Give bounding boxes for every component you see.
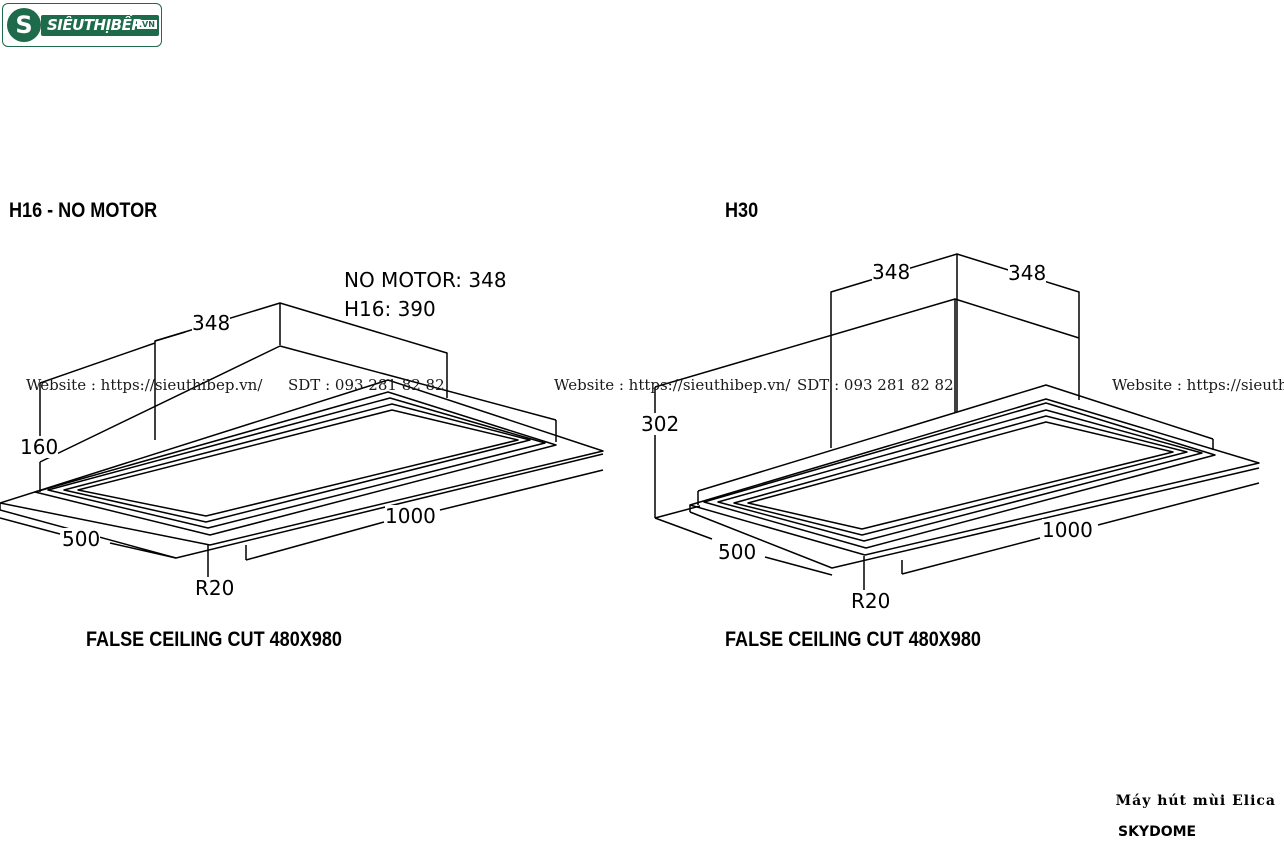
watermark-website-2: Website : https://sieuthibep.vn/ bbox=[554, 376, 791, 394]
right-dim-radius: R20 bbox=[851, 589, 891, 613]
right-hood-drawing bbox=[654, 253, 1260, 590]
right-dim-height: 302 bbox=[641, 412, 680, 436]
left-dim-height: 160 bbox=[20, 435, 59, 459]
left-dim-radius: R20 bbox=[195, 576, 235, 600]
watermark-website-1: Website : https://sieuthibep.vn/ bbox=[26, 376, 263, 394]
logo-band bbox=[41, 15, 159, 36]
logo-text: SIÊUTHỊBẾP bbox=[47, 16, 142, 34]
left-hood-drawing bbox=[0, 302, 604, 578]
watermark-phone-1: SDT : 093 281 82 82 bbox=[288, 376, 445, 394]
left-caption: FALSE CEILING CUT 480X980 bbox=[86, 628, 342, 651]
logo-suffix: .VN bbox=[137, 20, 157, 29]
right-caption: FALSE CEILING CUT 480X980 bbox=[725, 628, 981, 651]
right-dim-width-left: 348 bbox=[872, 260, 911, 284]
product-model: SKYDOME bbox=[1118, 824, 1197, 840]
left-motor-note-1: NO MOTOR: 348 bbox=[344, 268, 507, 292]
right-dim-length: 1000 bbox=[1042, 518, 1093, 542]
left-motor-note-2: H16: 390 bbox=[344, 297, 436, 321]
watermark-phone-2: SDT : 093 281 82 82 bbox=[797, 376, 954, 394]
logo-mark-icon: S bbox=[7, 8, 41, 42]
watermark-website-3: Website : https://sieuth bbox=[1112, 376, 1284, 394]
site-logo[interactable]: S SIÊUTHỊBẾP .VN bbox=[2, 3, 162, 47]
right-title: H30 bbox=[725, 199, 759, 222]
right-dim-depth: 500 bbox=[718, 540, 757, 564]
right-dim-width-right: 348 bbox=[1008, 261, 1047, 285]
left-dim-width: 348 bbox=[192, 311, 231, 335]
left-dim-depth: 500 bbox=[62, 527, 101, 551]
left-title: H16 - NO MOTOR bbox=[9, 199, 158, 222]
product-name: Máy hút mùi Elica bbox=[1115, 793, 1276, 809]
left-dim-length: 1000 bbox=[385, 504, 436, 528]
